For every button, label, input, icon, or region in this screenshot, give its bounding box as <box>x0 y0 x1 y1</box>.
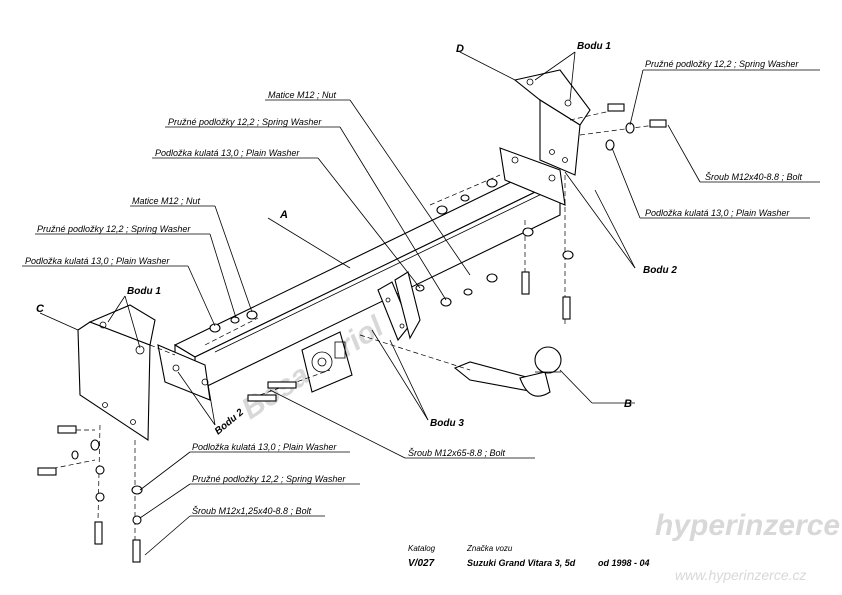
socket-plate <box>301 331 353 393</box>
point-bodu1-right: Bodu 1 <box>577 41 611 52</box>
label-plain-washer-mid: Podložka kulatá 13,0 ; Plain Washer <box>155 148 300 158</box>
label-plain-washer-right: Podložka kulatá 13,0 ; Plain Washer <box>645 208 790 218</box>
label-nut-left: Matice M12 ; Nut <box>132 196 201 206</box>
beam-right-plate <box>499 147 566 206</box>
brand-watermark: hyperinzerce <box>655 509 840 542</box>
footer-years: od 1998 - 04 <box>598 558 650 568</box>
point-bodu2-left: Bodu 2 <box>213 407 246 437</box>
tow-ball-neck <box>453 346 562 397</box>
bolts <box>37 103 667 563</box>
mid-mounting-plates <box>377 271 421 342</box>
footer-katalog-label: Katalog <box>408 544 436 553</box>
label-spring-washer-bottom: Pružné podložky 12,2 ; Spring Washer <box>192 474 346 484</box>
footer-znacka-value: Suzuki Grand Vitara 3, 5d <box>467 558 576 568</box>
point-bodu2-right: Bodu 2 <box>643 265 677 276</box>
point-bodu3: Bodu 3 <box>430 418 464 429</box>
part-letter-c: C <box>36 303 45 315</box>
label-spring-washer-mid: Pružné podložky 12,2 ; Spring Washer <box>168 117 322 127</box>
part-letter-b: B <box>624 398 632 410</box>
label-nut-top: Matice M12 ; Nut <box>268 90 337 100</box>
label-spring-washer-left: Pružné podložky 12,2 ; Spring Washer <box>37 224 191 234</box>
label-plain-washer-left: Podložka kulatá 13,0 ; Plain Washer <box>25 256 170 266</box>
nuts-and-washers <box>71 122 635 525</box>
main-beam <box>173 167 562 393</box>
beam-left-plate <box>157 344 211 401</box>
label-bolt-bottom: Šroub M12x1,25x40-8.8 ; Bolt <box>192 506 312 516</box>
part-letter-a: A <box>279 209 288 221</box>
label-spring-washer-right: Pružné podložky 12,2 ; Spring Washer <box>645 59 799 69</box>
right-bracket-d <box>513 69 591 176</box>
url-watermark: www.hyperinzerce.cz <box>675 567 807 583</box>
label-bolt-right: Šroub M12x40-8.8 ; Bolt <box>705 172 803 182</box>
part-letter-d: D <box>456 43 464 55</box>
left-bracket-c <box>77 304 156 442</box>
point-bodu1-left: Bodu 1 <box>127 286 161 297</box>
label-plain-washer-bottom: Podložka kulatá 13,0 ; Plain Washer <box>192 442 337 452</box>
label-bolt-mid: Šroub M12x65-8.8 ; Bolt <box>408 448 506 458</box>
footer-znacka-label: Značka vozu <box>466 544 513 553</box>
leader-lines <box>22 51 820 556</box>
footer-katalog-value: V/027 <box>408 558 435 569</box>
